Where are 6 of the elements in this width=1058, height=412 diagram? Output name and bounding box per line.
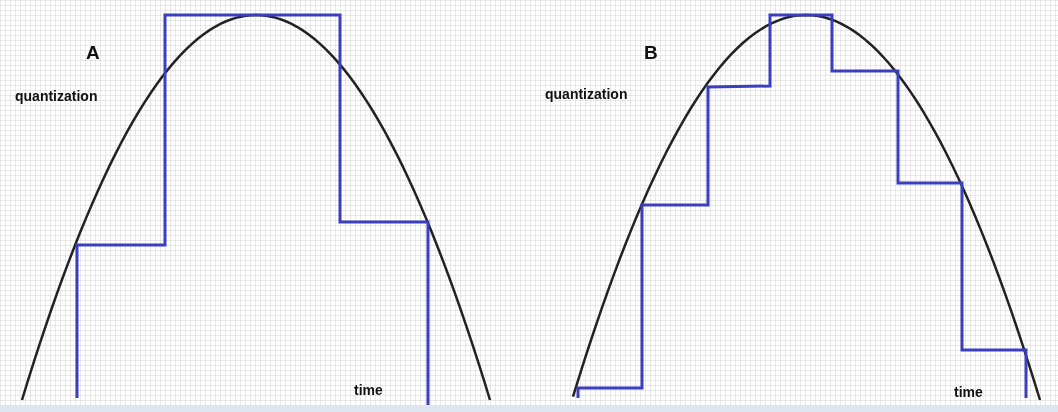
panel-letter: B <box>644 42 658 64</box>
axis-label: time <box>354 382 383 398</box>
axis-label: time <box>954 384 983 400</box>
panel-letter: A <box>86 42 100 64</box>
axis-label: quantization <box>15 88 98 104</box>
axis-label: quantization <box>545 86 628 102</box>
